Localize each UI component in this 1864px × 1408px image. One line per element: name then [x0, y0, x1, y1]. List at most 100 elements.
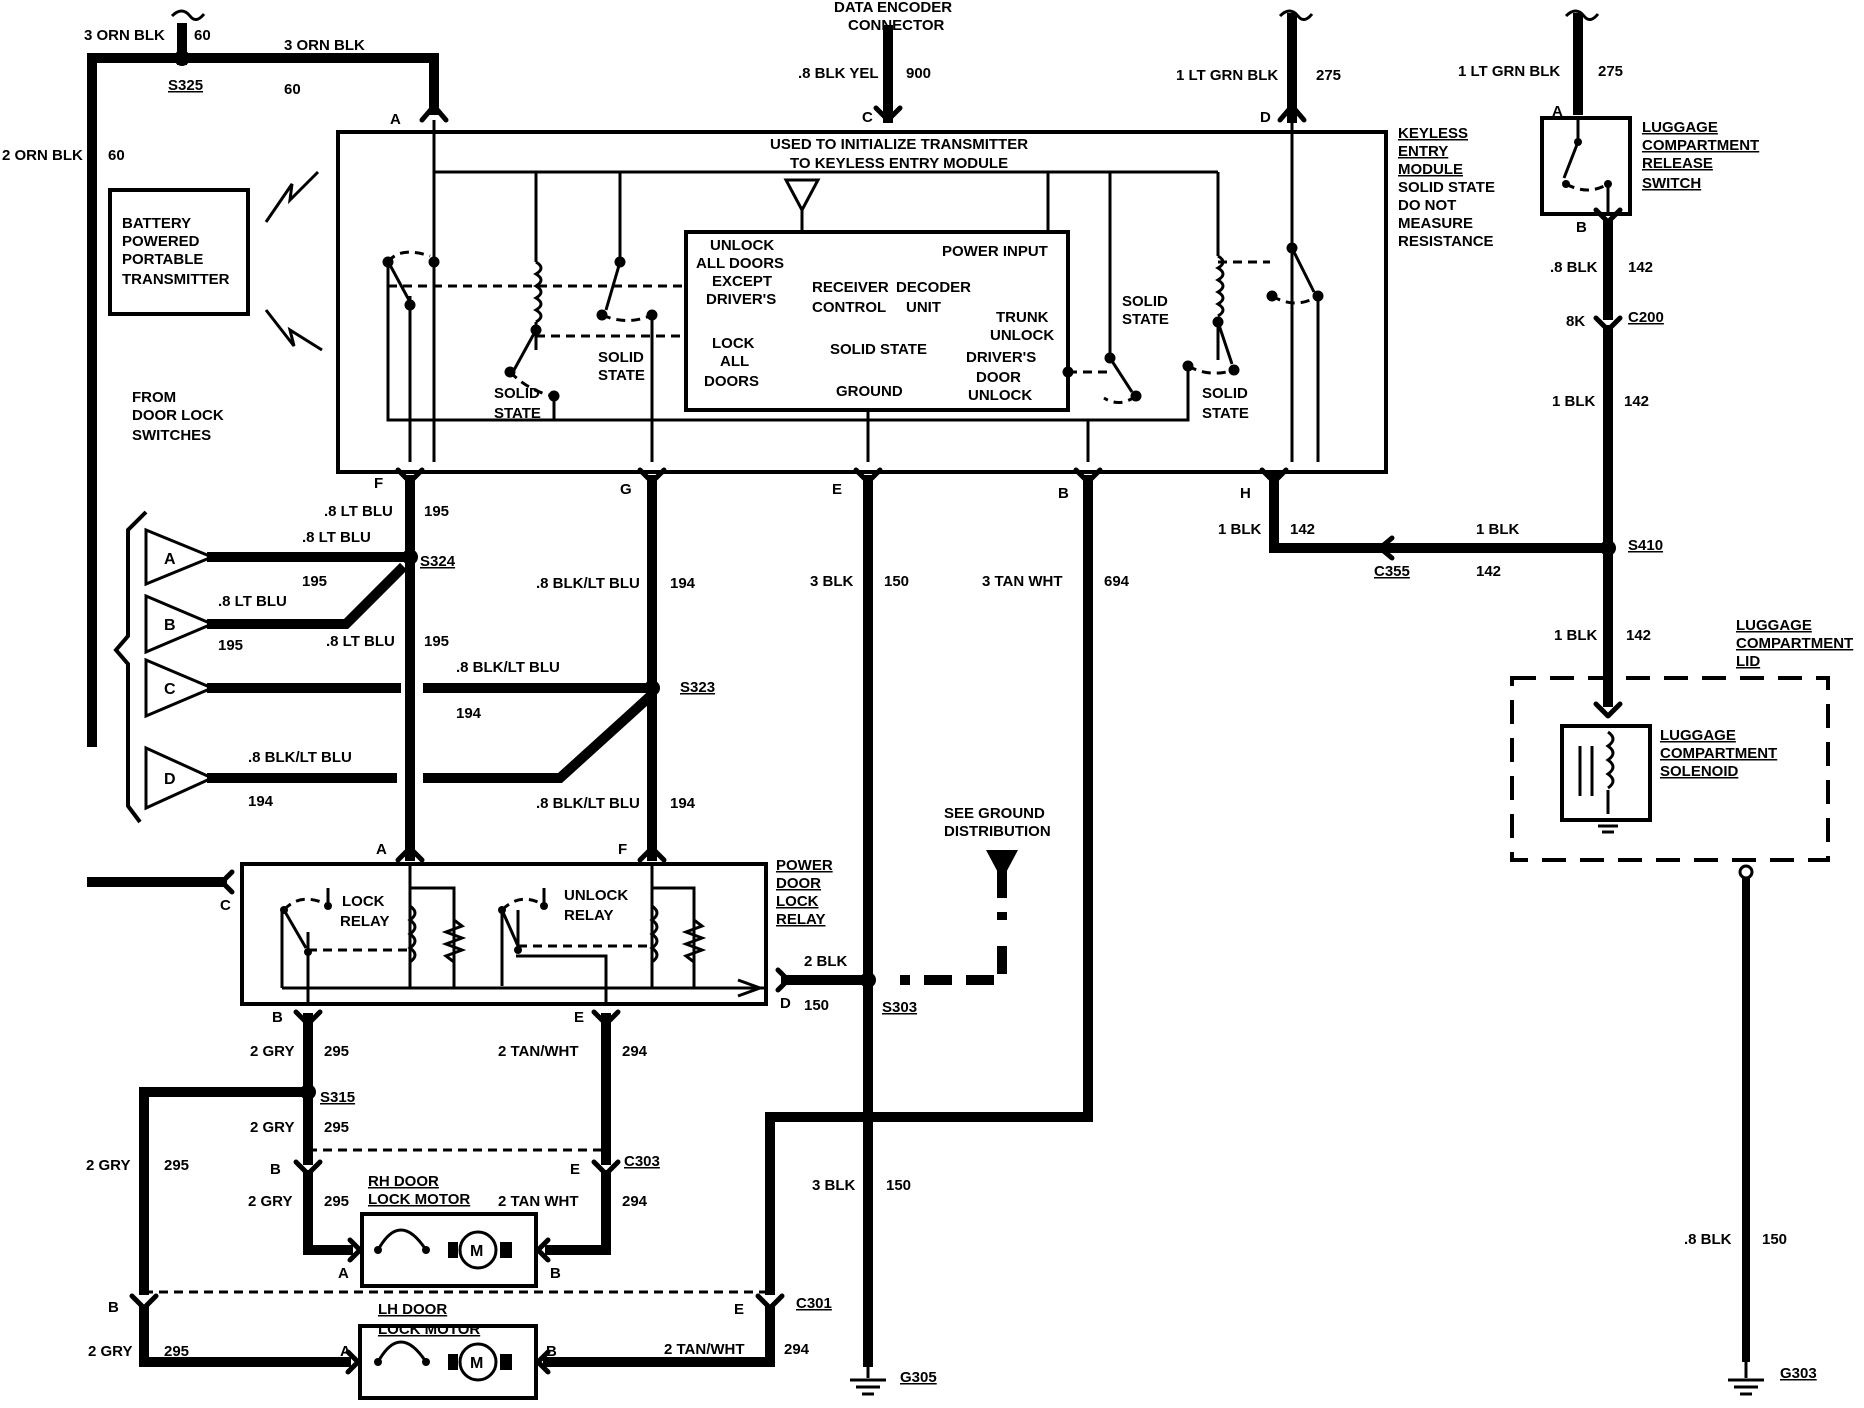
- wire-label: 3 ORN BLK: [284, 37, 365, 54]
- wire-295-lh2: [139, 1305, 351, 1367]
- pin-label: B: [1058, 485, 1069, 502]
- lid-title: LUGGAGE: [1736, 617, 1812, 634]
- circuit-number: 295: [324, 1119, 349, 1136]
- wire-label: 2 TAN/WHT: [664, 1341, 745, 1358]
- splice-label: S315: [320, 1089, 355, 1106]
- wires: [87, 13, 1750, 1367]
- circuit-number: 195: [302, 573, 327, 590]
- wire-label: 2 GRY: [250, 1119, 294, 1136]
- receiver-text: SOLID STATE: [830, 341, 927, 358]
- splices: [174, 50, 1754, 1100]
- motor-label: LOCK MOTOR: [368, 1191, 470, 1208]
- pin-label: E: [570, 1161, 580, 1178]
- wire-294-lh: [543, 1305, 775, 1367]
- wire-label: .8 BLK/LT BLU: [536, 575, 640, 592]
- wire-label: .8 BLK/LT BLU: [536, 795, 640, 812]
- coil-icon: [1215, 254, 1225, 318]
- ground-note: SEE GROUND: [944, 805, 1045, 822]
- circuit-number: 694: [1104, 573, 1130, 590]
- lid-title: LID: [1736, 653, 1760, 670]
- switch-title: LUGGAGE: [1642, 119, 1718, 136]
- switch-title: COMPARTMENT: [1642, 137, 1759, 154]
- wire-label: 1 LT GRN BLK: [1176, 67, 1278, 84]
- wire-label: 2 TAN/WHT: [498, 1043, 579, 1060]
- module-note: SOLID STATE: [1398, 179, 1495, 196]
- ground-arrow-icon: [986, 850, 1018, 880]
- pin-label: F: [374, 475, 383, 492]
- signal-icon: [264, 170, 320, 223]
- switch-letter: B: [164, 617, 176, 634]
- circuit-number: 295: [324, 1193, 349, 1210]
- connector-label: C303: [624, 1153, 660, 1170]
- wire-label: 2 GRY: [248, 1193, 292, 1210]
- wire-label: 1 BLK: [1476, 521, 1520, 538]
- wire-294-rh: [545, 1170, 611, 1255]
- wire-label: .8 LT BLU: [302, 529, 371, 546]
- ground-label: G305: [900, 1369, 937, 1386]
- switch-c-icon: [144, 657, 216, 719]
- receiver-text: DOOR: [976, 369, 1021, 386]
- module-note: RESISTANCE: [1398, 233, 1494, 250]
- relay-label: RELAY: [340, 913, 389, 930]
- circuit-number: 142: [1628, 259, 1653, 276]
- pin-label: B: [272, 1009, 283, 1026]
- wire-label: 2 GRY: [88, 1343, 132, 1360]
- transmitter-label: PORTABLE: [122, 251, 203, 268]
- motor-label: RH DOOR: [368, 1173, 439, 1190]
- module-note: DO NOT: [1398, 197, 1456, 214]
- circuit-number: 275: [1598, 63, 1623, 80]
- wire-label: 3 TAN WHT: [982, 573, 1063, 590]
- splice-label: S323: [680, 679, 715, 696]
- pin-label: A: [1552, 103, 1563, 120]
- splice-s324: [402, 549, 418, 565]
- luggage-lid: [1510, 676, 1830, 862]
- relay-box-title: LOCK: [776, 893, 819, 910]
- receiver-text: DRIVER'S: [966, 349, 1036, 366]
- circuit-number: 294: [622, 1043, 648, 1060]
- ground-icon: [1728, 1378, 1764, 1396]
- circuit-number: 142: [1290, 521, 1315, 538]
- circuit-number: 194: [670, 575, 696, 592]
- ground-icon: [850, 1378, 886, 1396]
- circuit-number: 60: [194, 27, 211, 44]
- wire-orn-blk-top: [87, 53, 439, 747]
- circuit-number: 295: [164, 1157, 189, 1174]
- splice-label: S410: [1628, 537, 1663, 554]
- power-door-lock-relay: [240, 862, 768, 1006]
- lid-title: COMPARTMENT: [1736, 635, 1853, 652]
- switch-a-icon: [144, 527, 216, 587]
- wire-label: 1 LT GRN BLK: [1458, 63, 1560, 80]
- resistor-icon: [441, 918, 467, 964]
- wire-295-lh: [139, 1087, 313, 1295]
- receiver-text: EXCEPT: [712, 273, 772, 290]
- splice-label: S325: [168, 77, 203, 94]
- pin-label: B: [270, 1161, 281, 1178]
- receiver-text: UNLOCK: [968, 387, 1032, 404]
- component-label: CONNECTOR: [848, 17, 945, 34]
- circuit-number: 142: [1624, 393, 1649, 410]
- labels: 3 ORN BLK 60 3 ORN BLK 60 S325 2 ORN BLK…: [2, 0, 1853, 1386]
- pin-label: D: [1260, 109, 1271, 126]
- switch-letter: D: [164, 771, 176, 788]
- circuit-number: 60: [108, 147, 125, 164]
- circuit-number: 294: [622, 1193, 648, 1210]
- module-note: MEASURE: [1398, 215, 1473, 232]
- ground-distribution-path: [900, 870, 1007, 985]
- pin-label: D: [780, 995, 791, 1012]
- solid-state-label: STATE: [598, 367, 645, 384]
- circuit-number: 195: [218, 637, 243, 654]
- relay-box-title: DOOR: [776, 875, 821, 892]
- receiver-text: RECEIVER: [812, 279, 889, 296]
- wire-label: 2 GRY: [86, 1157, 130, 1174]
- solenoid-box: [1560, 724, 1652, 822]
- wire-label: .8 BLK YEL: [798, 65, 879, 82]
- switch-title: RELEASE: [1642, 155, 1713, 172]
- release-switch-box: [1540, 116, 1632, 216]
- wire-142-h: [1269, 473, 1397, 553]
- receiver-text: POWER INPUT: [942, 243, 1048, 260]
- relay-label: UNLOCK: [564, 887, 628, 904]
- pin-label: C: [862, 109, 873, 126]
- relay-box-title: RELAY: [776, 911, 825, 928]
- switches-label: SWITCHES: [132, 427, 211, 444]
- antenna-icon: [783, 178, 821, 232]
